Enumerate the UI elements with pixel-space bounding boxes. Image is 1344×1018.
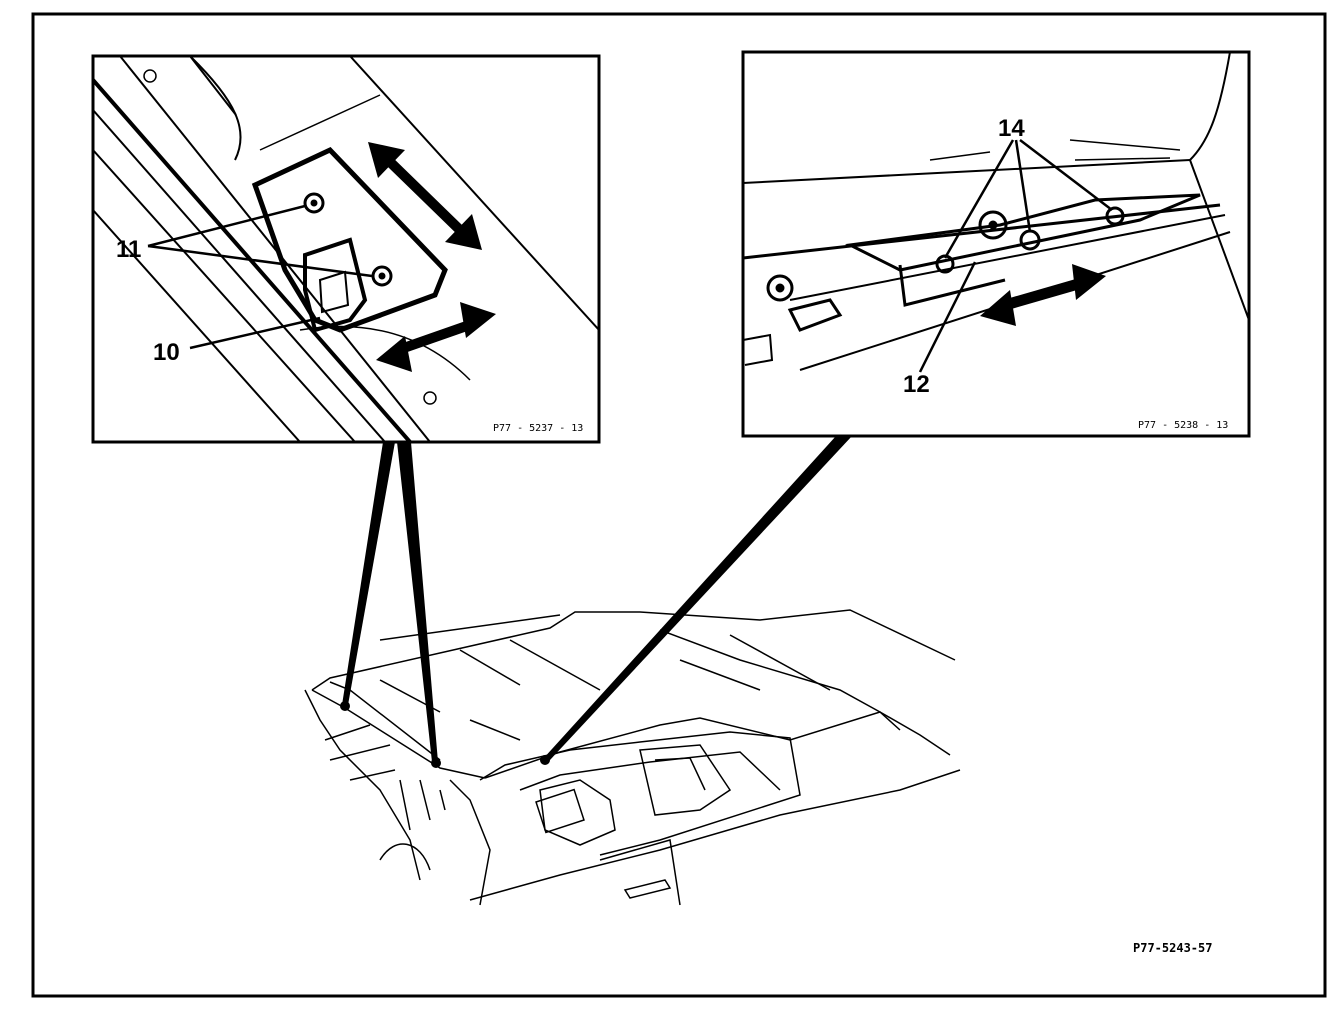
body-trim-2 — [329, 744, 391, 761]
screw-bottom — [423, 391, 437, 405]
seat-right — [639, 744, 732, 816]
bolt-upper-core — [310, 199, 318, 207]
hardtop-outline — [311, 609, 956, 691]
body-rear — [879, 711, 951, 756]
windshield-frame — [479, 731, 801, 856]
leader-12 — [918, 261, 977, 373]
fender-arch — [379, 843, 431, 871]
left-inset-frame — [91, 54, 601, 444]
right-inset-frame — [741, 50, 1251, 438]
body-trim-3 — [349, 769, 396, 781]
seat-left — [539, 779, 616, 846]
right-inset: 14 12 P77 - 5238 - 13 — [741, 50, 1251, 438]
roof-line-1 — [379, 614, 561, 641]
beam-dot-1 — [340, 701, 350, 711]
rail-band-3 — [93, 149, 356, 442]
adjust-arrow-right — [980, 264, 1106, 326]
roof-line-7 — [729, 634, 831, 691]
roof-line-3 — [509, 639, 601, 691]
pointer-beams — [340, 436, 852, 768]
adjust-arrow-upper — [368, 142, 482, 250]
right-inset-code: P77 - 5238 - 13 — [1138, 420, 1228, 431]
beam-right — [542, 436, 852, 760]
leader-11-b — [147, 244, 373, 278]
bracket-plate — [898, 264, 1006, 307]
outer-frame — [31, 12, 1327, 998]
roof-line-4 — [379, 679, 441, 713]
trim-edge — [349, 56, 599, 331]
beam-left-b — [397, 442, 438, 762]
leader-14-b — [1014, 139, 1032, 233]
rail-band-6 — [189, 56, 237, 116]
door-handle — [623, 879, 672, 899]
body-door — [449, 779, 491, 906]
label-12: 12 — [903, 371, 930, 398]
sketch-3 — [1074, 157, 1171, 161]
sketch-2 — [1069, 139, 1181, 151]
catch-housing — [303, 237, 368, 333]
sketch-1 — [929, 151, 991, 161]
adjust-arrow-lower — [376, 302, 496, 372]
pillar-a — [399, 779, 446, 831]
leader-11-a — [147, 204, 306, 248]
leader-14-c — [1019, 139, 1113, 211]
roof-line-5 — [469, 719, 521, 741]
leader-10 — [189, 316, 321, 350]
label-11: 11 — [116, 236, 141, 263]
catch-slot — [318, 270, 350, 314]
latch-arm — [743, 333, 774, 366]
seat-right-stitch — [654, 757, 706, 791]
screw-top — [143, 69, 157, 83]
pivot-stud-core — [988, 220, 998, 230]
roof-line-2 — [459, 649, 521, 686]
beam-dot-2 — [431, 758, 441, 768]
body-trim-1 — [324, 724, 371, 741]
bolt-lower-core — [378, 272, 386, 280]
bolt-2 — [1019, 229, 1041, 251]
pillar-curve — [1188, 52, 1249, 321]
latch-knob-core — [775, 283, 785, 293]
rail-band-4 — [93, 209, 301, 442]
hardtop-front-edge — [311, 689, 486, 779]
rail-band-2 — [93, 109, 386, 442]
leader-14-a — [943, 139, 1015, 259]
bolt-lower — [371, 265, 393, 287]
bolt-3 — [1105, 206, 1125, 226]
figure-code: P77-5243-57 — [1133, 941, 1212, 955]
roof-line-6 — [679, 659, 761, 691]
pivot-stud — [978, 210, 1008, 240]
door-sill — [599, 839, 681, 906]
hardtop-inner — [329, 681, 441, 761]
mounting-plate — [251, 146, 448, 333]
bolt-upper — [303, 192, 325, 214]
body-lower — [469, 769, 961, 901]
rail-mid — [789, 214, 1226, 301]
latch-knob — [766, 274, 794, 302]
beam-left-a — [342, 442, 395, 705]
label-14: 14 — [998, 115, 1025, 142]
trim-edge-2 — [259, 94, 381, 151]
hardtop-side — [659, 629, 881, 713]
trim-curve — [189, 56, 242, 161]
headrest-left — [535, 788, 585, 834]
windshield-inner — [519, 751, 781, 791]
label-10: 10 — [153, 339, 180, 366]
left-inset-code: P77 - 5237 - 13 — [493, 423, 583, 434]
left-inset: 11 10 P77 - 5237 - 13 — [91, 54, 601, 444]
car-overview — [304, 609, 961, 906]
latch-handle — [787, 298, 843, 332]
roof-panel-edge — [743, 159, 1191, 184]
